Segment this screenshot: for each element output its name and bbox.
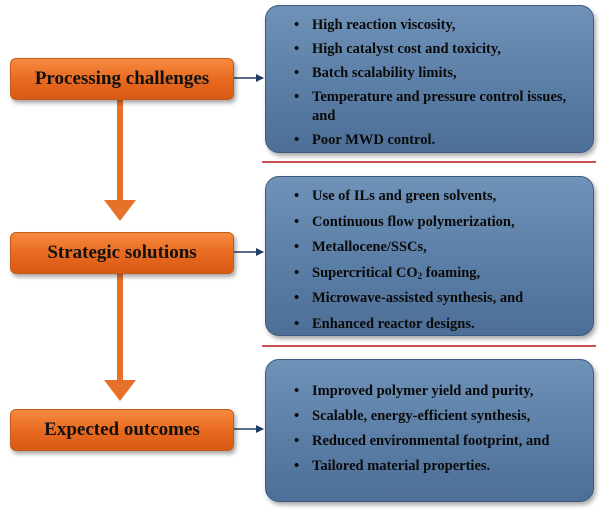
list-item: Microwave-assisted synthesis, and <box>294 289 581 308</box>
challenges-panel: High reaction viscosity, High catalyst c… <box>265 5 594 153</box>
list-item: Metallocene/SSCs, <box>294 238 581 257</box>
stage-label: Expected outcomes <box>44 419 200 440</box>
outcomes-list: Improved polymer yield and purity, Scala… <box>294 382 581 476</box>
solutions-panel: Use of ILs and green solvents, Continuou… <box>265 176 594 336</box>
challenges-list: High reaction viscosity, High catalyst c… <box>294 16 581 150</box>
list-item: Use of ILs and green solvents, <box>294 187 581 206</box>
list-item: Temperature and pressure control issues,… <box>294 88 581 126</box>
list-item-text: Supercritical CO <box>312 264 418 281</box>
list-item: Tailored material properties. <box>294 457 581 476</box>
list-item: Batch scalability limits, <box>294 64 581 83</box>
list-item: Poor MWD control. <box>294 131 581 150</box>
down-arrow-2 <box>104 272 136 401</box>
stage-label: Strategic solutions <box>47 242 197 263</box>
stage-box-expected-outcomes: Expected outcomes <box>10 409 234 451</box>
list-item: Continuous flow polymerization, <box>294 213 581 232</box>
subscript-2: 2 <box>417 270 423 281</box>
stage-box-strategic-solutions: Strategic solutions <box>10 232 234 274</box>
stage-box-processing-challenges: Processing challenges <box>10 58 234 100</box>
list-item: Supercritical CO2 foaming, <box>294 264 581 283</box>
outcomes-panel: Improved polymer yield and purity, Scala… <box>265 359 594 502</box>
list-item: Improved polymer yield and purity, <box>294 382 581 401</box>
list-item: High catalyst cost and toxicity, <box>294 40 581 59</box>
solutions-list: Use of ILs and green solvents, Continuou… <box>294 187 581 334</box>
list-item: Reduced environmental footprint, and <box>294 432 581 451</box>
stage-label: Processing challenges <box>34 68 210 89</box>
list-item: High reaction viscosity, <box>294 16 581 35</box>
down-arrow-1 <box>104 98 136 221</box>
list-item: Scalable, energy-efficient synthesis, <box>294 407 581 426</box>
list-item: Enhanced reactor designs. <box>294 315 581 334</box>
list-item-text: foaming, <box>422 264 481 281</box>
